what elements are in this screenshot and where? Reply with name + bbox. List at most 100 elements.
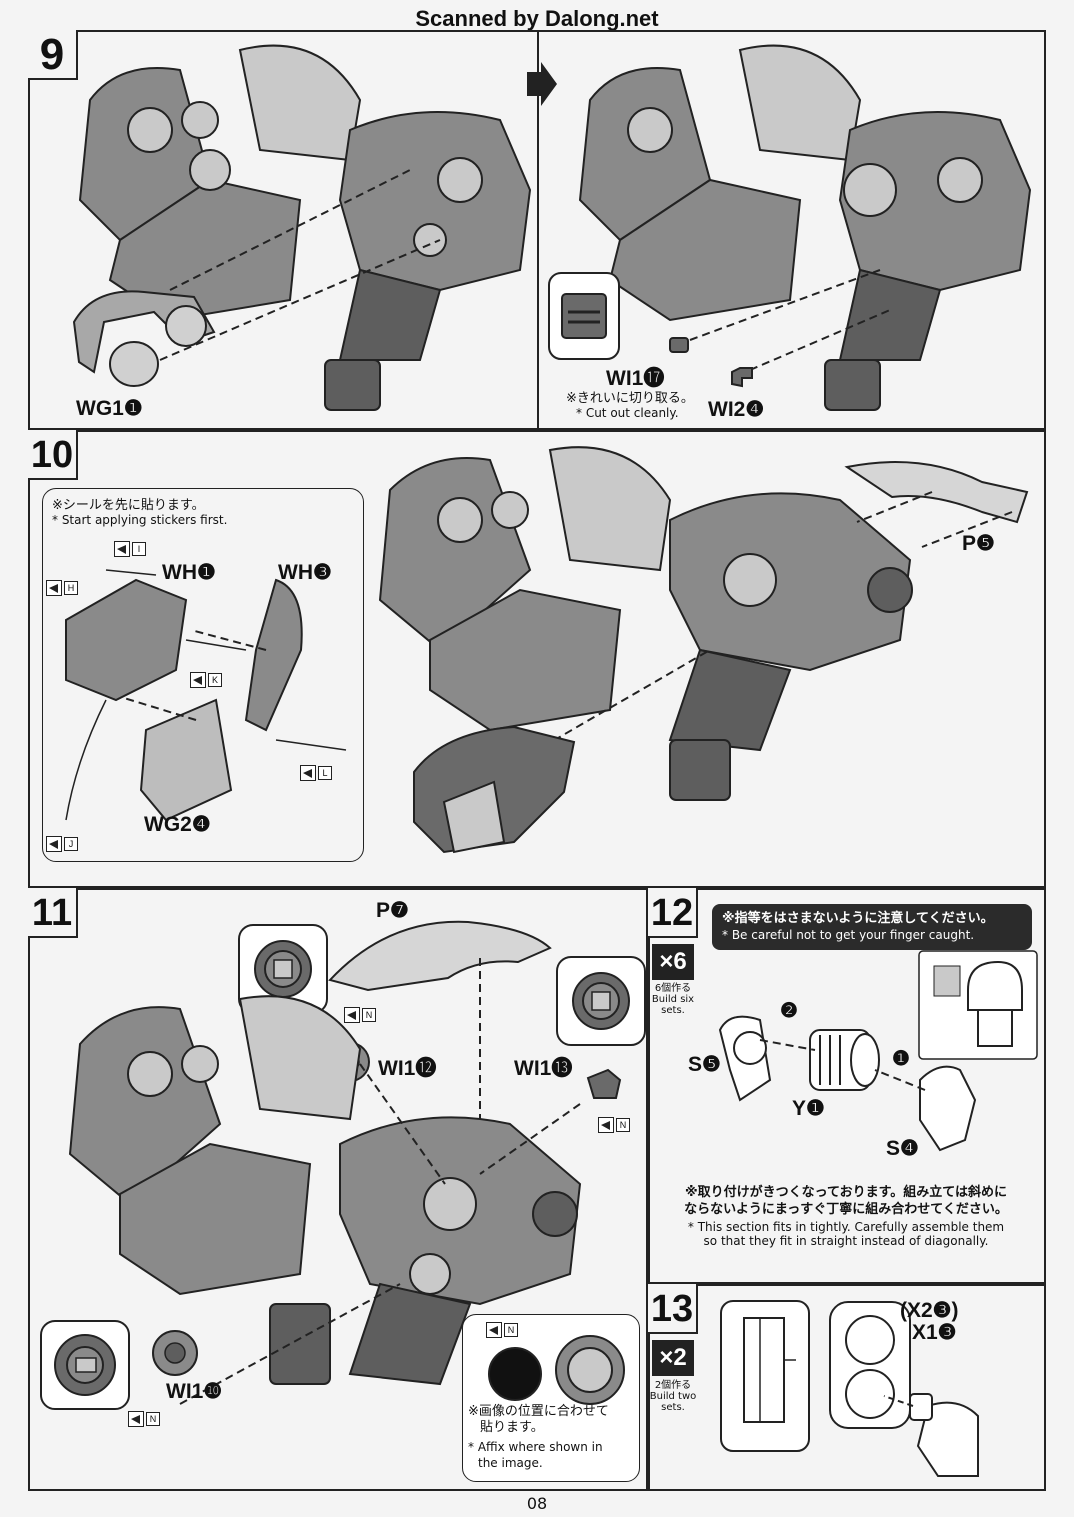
part-wh-assembly-drawing xyxy=(413,725,576,854)
step12-number: 12 xyxy=(648,888,698,938)
part-label-wh3: WH❸ xyxy=(278,561,332,584)
step12-caution-en: * Be careful not to get your finger caug… xyxy=(722,928,975,942)
sticker-h: H xyxy=(46,580,78,596)
step13-assembly-drawing xyxy=(829,1301,979,1477)
sticker-icon xyxy=(128,1411,144,1427)
step9-left-illustration xyxy=(78,44,532,411)
order-mark-2: ❷ xyxy=(780,1000,798,1022)
inset-wi13-detail xyxy=(556,956,646,1046)
affix-note-en1: * Affix where shown in xyxy=(468,1440,603,1454)
affix-note-en2: the image. xyxy=(478,1456,543,1470)
part-label-wi1-10: WI1❿ xyxy=(166,1380,223,1403)
sticker-n-wi10: N xyxy=(128,1411,160,1427)
step10-subassembly-drawing xyxy=(65,569,347,822)
step12-fit-jp1: ※取り付けがきつくなっております。組み立ては斜めに xyxy=(684,1185,1008,1200)
sticker-code-n: N xyxy=(504,1323,518,1337)
step11-number: 11 xyxy=(28,888,78,938)
step12-assembly-drawing xyxy=(718,1015,977,1152)
scan-watermark: Scanned by Dalong.net xyxy=(415,6,659,31)
sticker-code-l: L xyxy=(318,766,332,780)
sticker-code-n: N xyxy=(146,1412,160,1426)
sticker-code-n: N xyxy=(616,1118,630,1132)
part-wi2-4-drawing xyxy=(731,367,753,388)
step10-sticker-note: ※シールを先に貼ります。 * Start applying stickers f… xyxy=(52,498,227,528)
step12-fit-en2: so that they fit in straight instead of … xyxy=(703,1234,989,1248)
sticker-n-wi12: N xyxy=(344,1007,376,1023)
step13-side-inset xyxy=(720,1300,810,1452)
sticker-code-i: I xyxy=(132,542,146,556)
sticker-icon xyxy=(114,541,130,557)
inset-wi12-detail xyxy=(238,924,328,1014)
part-wi1-17-drawing xyxy=(669,337,689,353)
step13-mult-jp: 2個作る xyxy=(654,1380,692,1391)
step13-mult-en2: sets. xyxy=(661,1402,685,1413)
sticker-k: K xyxy=(190,672,222,688)
sticker-n-wi13: N xyxy=(598,1117,630,1133)
step13-build-note: 2個作る Build two sets. xyxy=(646,1380,700,1413)
cutout-detail-inset xyxy=(548,272,620,360)
step12-multiplier: ×6 xyxy=(652,944,694,980)
sticker-icon xyxy=(46,836,62,852)
step9-note-jp: ※きれいに切り取る。 xyxy=(566,391,694,406)
step12-fit-jp2: ならないようにまっすぐ丁寧に組み合わせてください。 xyxy=(684,1202,1008,1217)
part-p5-drawing xyxy=(844,461,1029,548)
inset-wi10-detail xyxy=(40,1320,130,1410)
part-label-p7: P❼ xyxy=(376,899,409,922)
sticker-icon xyxy=(486,1322,502,1338)
step12-mult-en1: Build six xyxy=(651,994,695,1005)
sticker-icon xyxy=(46,580,62,596)
part-label-p5: P❺ xyxy=(962,532,995,555)
sticker-icon xyxy=(598,1117,614,1133)
step9-number: 9 xyxy=(28,30,78,80)
sticker-j: J xyxy=(46,836,78,852)
step12-mult-en2: sets. xyxy=(661,1005,685,1016)
sticker-l: L xyxy=(300,765,332,781)
part-wi1-10-drawing xyxy=(152,1330,198,1376)
step13-number: 13 xyxy=(648,1284,698,1334)
step10-note-jp: ※シールを先に貼ります。 xyxy=(52,498,205,513)
step-arrow-icon xyxy=(527,62,557,106)
order-mark-1: ❶ xyxy=(892,1048,910,1070)
part-label-x2: (X2❸) xyxy=(900,1299,959,1322)
sticker-code-j: J xyxy=(64,837,78,851)
affix-note-jp1: ※画像の位置に合わせて xyxy=(468,1404,609,1419)
part-label-wh1: WH❶ xyxy=(162,561,216,584)
part-label-wg1: WG1❶ xyxy=(76,397,143,420)
sticker-n-affix: N xyxy=(486,1322,518,1338)
step9-divider xyxy=(537,30,539,430)
part-label-wi1-12: WI1⓬ xyxy=(378,1057,437,1080)
affix-note-jp2: 貼ります。 xyxy=(480,1420,544,1435)
step12-caution-jp: ※指等をはさまないように注意してください。 xyxy=(722,911,994,926)
part-wi1-13-drawing xyxy=(586,1068,622,1099)
step12-mult-jp: 6個作る xyxy=(654,983,692,994)
sticker-code-k: K xyxy=(208,673,222,687)
sticker-i: I xyxy=(114,541,146,557)
part-label-x1: X1❸ xyxy=(912,1321,957,1344)
affix-sticker-drawing xyxy=(488,1335,625,1405)
step9-note-en: * Cut out cleanly. xyxy=(576,406,679,420)
step12-panel xyxy=(648,888,1046,1284)
step12-build-note: 6個作る Build six sets. xyxy=(646,983,700,1016)
sticker-icon xyxy=(300,765,316,781)
step10-main-illustration xyxy=(378,446,913,801)
step12-fit-note: ※取り付けがきつくなっております。組み立ては斜めに ならないようにまっすぐ丁寧に… xyxy=(656,1184,1036,1248)
step12-finger-inset xyxy=(918,950,1038,1060)
sticker-code-h: H xyxy=(64,581,78,595)
part-label-s4: S❹ xyxy=(886,1137,919,1160)
part-label-y1: Y❶ xyxy=(792,1097,825,1120)
step13-multiplier: ×2 xyxy=(652,1340,694,1376)
step12-caution-box: ※指等をはさまないように注意してください。 * Be careful not t… xyxy=(712,904,1032,950)
sticker-code-n: N xyxy=(362,1008,376,1022)
step10-panel xyxy=(28,430,1046,888)
step10-number: 10 xyxy=(28,430,78,480)
step12-fit-en1: * This section fits in tightly. Carefull… xyxy=(687,1220,1005,1234)
part-p7-drawing xyxy=(328,920,552,1138)
step11-panel xyxy=(28,888,648,1491)
part-label-wi1-17: WI1⓱ xyxy=(606,367,665,390)
part-label-wi2-4: WI2❹ xyxy=(708,398,765,421)
step13-mult-en1: Build two xyxy=(649,1391,697,1402)
step13-panel xyxy=(648,1284,1046,1491)
sticker-icon xyxy=(190,672,206,688)
part-label-wi1-13: WI1⓭ xyxy=(514,1057,573,1080)
part-label-s5: S❺ xyxy=(688,1053,721,1076)
